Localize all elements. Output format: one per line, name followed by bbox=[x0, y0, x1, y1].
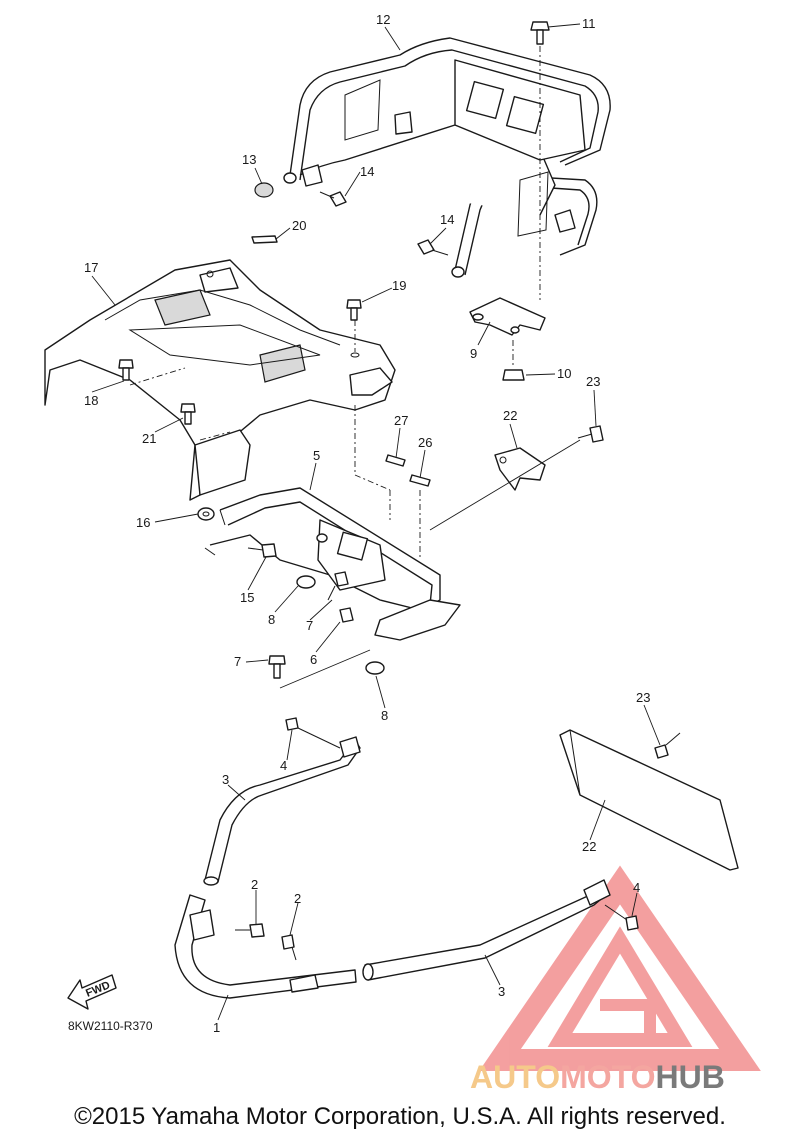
svg-text:AUTOMOTOHUB: AUTOMOTOHUB bbox=[470, 1059, 725, 1095]
bolt-6 bbox=[331, 607, 354, 633]
bolt-4b bbox=[604, 904, 639, 931]
callout-7b: 7 bbox=[234, 654, 241, 669]
clip-23 bbox=[654, 732, 681, 759]
bolt-18 bbox=[118, 359, 186, 386]
watermark-logo bbox=[479, 865, 761, 1071]
bolt-7a bbox=[327, 571, 349, 601]
callout-6: 6 bbox=[310, 652, 317, 667]
callout-21: 20 bbox=[292, 218, 306, 233]
bolt-15 bbox=[247, 543, 277, 558]
callout-4a: 4 bbox=[280, 758, 287, 773]
callout-14b: 14 bbox=[440, 212, 454, 227]
cap-13 bbox=[254, 182, 274, 198]
callout-13: 13 bbox=[242, 152, 256, 167]
bracket-9 bbox=[469, 297, 546, 336]
watermark-moto: MOTO bbox=[560, 1059, 655, 1095]
callout-7a: 7 bbox=[306, 618, 313, 633]
washer-16 bbox=[197, 507, 215, 521]
leader-lines bbox=[91, 23, 661, 1021]
bumper-bar-1 bbox=[174, 894, 357, 999]
label-26 bbox=[409, 474, 431, 487]
callout-16: 16 bbox=[136, 515, 150, 530]
callout-11: 11 bbox=[582, 16, 596, 31]
callout-15: 15 bbox=[240, 590, 254, 605]
callout-9: 9 bbox=[470, 346, 477, 361]
label-21 bbox=[251, 235, 278, 244]
panel-22 bbox=[559, 729, 739, 871]
nut-8a bbox=[296, 575, 316, 589]
callout-2a: 2 bbox=[251, 877, 258, 892]
bracket-24 bbox=[494, 447, 546, 491]
callout-18: 18 bbox=[84, 393, 98, 408]
nut-10 bbox=[502, 340, 525, 381]
bolt-4a bbox=[285, 717, 341, 749]
callout-25: 23 bbox=[586, 374, 600, 389]
callout-23: 23 bbox=[636, 690, 650, 705]
callout-3a: 3 bbox=[222, 772, 229, 787]
bolt-11 bbox=[530, 21, 550, 320]
bolt-20 bbox=[346, 299, 362, 358]
bar-3-upper bbox=[203, 736, 361, 886]
callout-22: 22 bbox=[582, 839, 596, 854]
bolt-14a bbox=[319, 191, 347, 207]
callout-4b: 4 bbox=[633, 880, 640, 895]
nut-8b bbox=[365, 661, 385, 675]
callout-1: 1 bbox=[213, 1020, 220, 1035]
callout-20: 19 bbox=[392, 278, 406, 293]
callout-3b: 3 bbox=[498, 984, 505, 999]
callout-labels: 12 11 13 14 14 20 17 19 9 10 23 18 21 22… bbox=[68, 12, 650, 1035]
callout-12: 12 bbox=[376, 12, 390, 27]
watermark-auto: AUTO bbox=[470, 1059, 560, 1095]
fwd-arrow-icon: FWD bbox=[67, 974, 117, 1010]
callout-8a: 8 bbox=[268, 612, 275, 627]
subframe-5 bbox=[204, 487, 461, 641]
bolt-25 bbox=[429, 425, 604, 531]
fwd-label: FWD bbox=[84, 979, 112, 1000]
bolt-19 bbox=[180, 403, 231, 441]
callout-27: 27 bbox=[394, 413, 408, 428]
callout-2b: 2 bbox=[294, 891, 301, 906]
copyright-text: ©2015 Yamaha Motor Corporation, U.S.A. A… bbox=[74, 1103, 726, 1130]
bar-3-lower bbox=[362, 879, 611, 981]
callout-8b: 8 bbox=[381, 708, 388, 723]
bolt-7b bbox=[268, 649, 371, 689]
watermark-hub: HUB bbox=[655, 1059, 724, 1095]
bolt-2b bbox=[281, 934, 297, 961]
watermark-text: AUTOMOTOHUB bbox=[470, 1059, 725, 1095]
bolt-14b bbox=[417, 239, 449, 256]
bolt-2a bbox=[235, 923, 265, 938]
rear-fender-17 bbox=[44, 259, 396, 501]
label-27 bbox=[385, 454, 406, 467]
callout-19: 21 bbox=[142, 431, 156, 446]
rear-rack-frame bbox=[283, 37, 611, 278]
diagram-code: 8KW2110-R370 bbox=[68, 1019, 153, 1033]
callout-26: 26 bbox=[418, 435, 432, 450]
callout-14a: 14 bbox=[360, 164, 374, 179]
callout-17: 17 bbox=[84, 260, 98, 275]
callout-24: 22 bbox=[503, 408, 517, 423]
callout-10: 10 bbox=[557, 366, 571, 381]
callout-5: 5 bbox=[313, 448, 320, 463]
